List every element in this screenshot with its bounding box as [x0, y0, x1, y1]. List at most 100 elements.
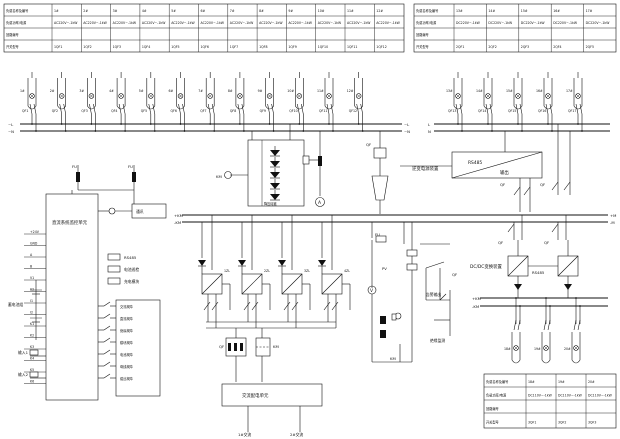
load-label: 2#	[50, 89, 55, 93]
table-cell: 10#	[318, 9, 325, 13]
bus-label-n-right: ~N	[404, 129, 410, 134]
main-dc-bus: +KM -KM +M -M	[174, 213, 616, 225]
table-cell: 1QF4	[142, 45, 150, 49]
breaker-label: QF4	[111, 109, 117, 113]
table-cell: DC220V~-1kW	[586, 21, 611, 25]
controller-relay-coils: RS485 电池巡检 充电模块	[107, 253, 139, 285]
diode-icon	[318, 260, 326, 266]
controller-terminal: V1	[30, 276, 34, 280]
lamp-label: KM	[216, 174, 222, 179]
table-cell: 开关型号	[416, 44, 429, 49]
table-cell: 12#	[376, 9, 383, 13]
load-label: 10#	[287, 89, 294, 93]
svg-text:QF: QF	[452, 272, 457, 277]
table-cell: DC110V~-1kW	[558, 393, 583, 397]
table-cell: 2QF4	[553, 45, 561, 49]
table-cell: 20#	[588, 380, 595, 384]
table-cell: 回路编号	[486, 406, 499, 411]
load-lamp-icon	[27, 78, 37, 110]
svg-text:+M: +M	[610, 213, 616, 218]
load-label: 20#	[564, 347, 571, 351]
breaker-label: QF6	[171, 109, 177, 113]
table-cell: 开关型号	[486, 419, 499, 424]
table-cell: AC220V~-1kW	[83, 21, 107, 25]
load-lamp-icon	[87, 78, 96, 110]
relay-list-item: 电池故障	[120, 352, 134, 357]
ats-box	[221, 383, 323, 407]
table-cell: 17#	[586, 9, 593, 13]
controller-terminal: I2	[30, 311, 33, 315]
load-label: 1#	[20, 89, 25, 93]
breaker-label: QF13	[448, 109, 456, 113]
controller-box	[45, 193, 99, 401]
breaker-label: QF3	[81, 109, 87, 113]
rectifier-ac-input: QF KM 交流配电单元 1#交流 2#交流	[206, 321, 336, 437]
breaker-label: QF16	[538, 109, 546, 113]
load-branch: 16# QF16	[536, 72, 553, 132]
load-lamp-icon	[57, 78, 66, 110]
diode-icon	[270, 172, 280, 178]
table-cell: DC220V~-1kW	[488, 21, 513, 25]
diode-icon	[278, 260, 286, 266]
dc110-load-branch: 19#	[534, 297, 551, 364]
load-label: 5#	[139, 89, 144, 93]
table-cell: DC220V~-1kW	[553, 21, 578, 25]
svg-text:QF: QF	[500, 182, 505, 187]
top-dc-bus: L N	[428, 122, 610, 134]
load-lamp-icon	[146, 78, 156, 110]
table-cell: AC220V~-1kW	[259, 21, 283, 25]
load-branch: 7#QF7	[198, 72, 216, 132]
ac-bus-feeder: 降压硅链 KM A QF	[216, 124, 389, 214]
load-branch: 5#QF5	[139, 72, 156, 132]
load-branch: 3#QF3	[79, 72, 97, 132]
relay-list-item: 模块故障	[120, 340, 134, 345]
controller-title: 直流系统监控单元	[52, 219, 88, 226]
inverter-title: 逆变电源装置	[412, 165, 439, 172]
diode-icon	[270, 161, 280, 167]
load-label: 11#	[317, 89, 324, 93]
table-cell: 1QF12	[376, 45, 386, 49]
svg-text:QF: QF	[544, 240, 549, 245]
svg-text:+KM: +KM	[174, 213, 183, 218]
diode-icon	[198, 260, 206, 266]
breaker-label: QF17	[568, 109, 576, 113]
table-cell: 1QF7	[230, 45, 238, 49]
load-lamp-icon	[235, 78, 245, 110]
table-cell: 13#	[456, 9, 463, 13]
controller-terminal: I1	[30, 299, 33, 303]
svg-text:FU: FU	[375, 232, 380, 237]
load-branch: 4#QF4	[109, 72, 126, 132]
table-cell: AC220V~-1kW	[113, 21, 137, 25]
relay-list-item: 绝缘故障	[120, 328, 134, 333]
rectifier-label: 3ZL	[304, 269, 310, 273]
breaker-label: QF10	[289, 109, 297, 113]
controller-terminal: K5	[30, 368, 34, 372]
table-cell: 2QF3	[521, 45, 529, 49]
load-lamp-icon	[324, 78, 334, 110]
relay-list-item: 熔丝故障	[120, 376, 134, 381]
table-cell: 负载功率/电源	[416, 20, 437, 25]
load-label: 16#	[536, 89, 543, 93]
bus-label-l: ~L	[8, 122, 14, 127]
table-cell: 2#	[83, 9, 88, 13]
svg-text:PV: PV	[382, 266, 387, 271]
ammeter-icon	[315, 197, 325, 207]
svg-text:FU: FU	[72, 164, 77, 169]
bus-label-dc-n: N	[428, 129, 431, 134]
table-cell: DC220V~-1kW	[521, 21, 546, 25]
table-cell: 4#	[142, 9, 147, 13]
rectifier-module: 3ZL	[278, 215, 311, 328]
svg-text:蓄电池组: 蓄电池组	[8, 302, 23, 307]
table-cell: 负载功率/电源	[486, 392, 507, 397]
load-branch: 6#QF6	[169, 72, 186, 132]
table-cell: 负载名称及编号	[6, 8, 28, 13]
table-cell: 负载名称及编号	[416, 8, 438, 13]
table-cell: 16#	[553, 9, 560, 13]
controller-terminal: K3	[30, 345, 34, 349]
table-cell: 回路编号	[416, 32, 429, 37]
diode-icon	[270, 183, 280, 189]
table-cell: 1QF11	[347, 45, 357, 49]
controller-terminal: A	[30, 253, 33, 257]
svg-text:FU: FU	[128, 164, 133, 169]
table-cell: 1QF2	[83, 45, 91, 49]
